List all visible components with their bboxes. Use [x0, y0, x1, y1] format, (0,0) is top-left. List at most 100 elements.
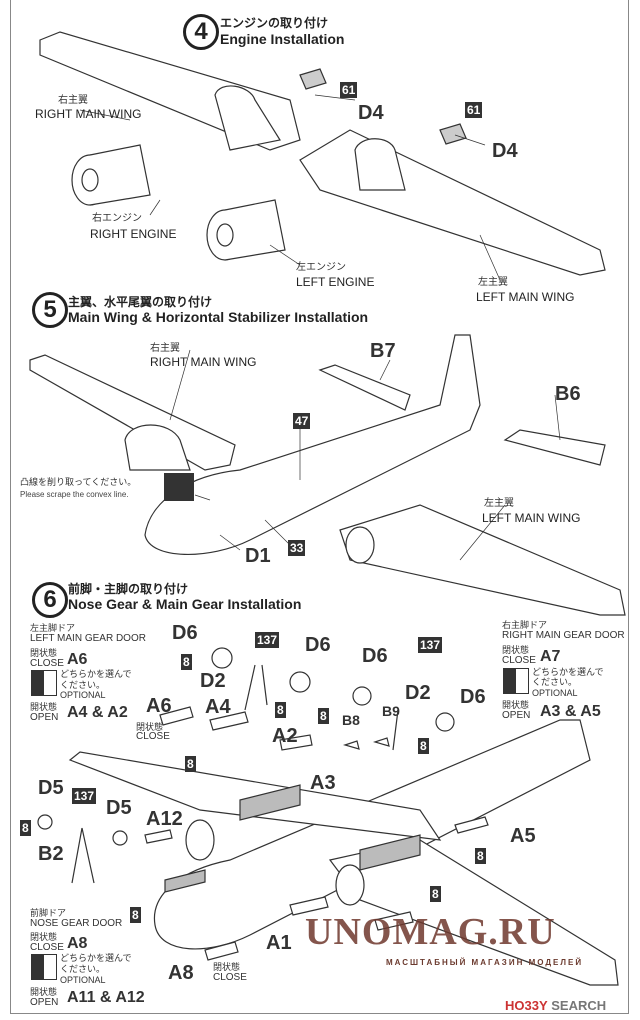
step-5-number: 5: [32, 292, 68, 328]
watermark-logo: UNOMAG.RU: [305, 911, 556, 953]
part-d4: D4: [492, 140, 518, 162]
part-33: 33: [288, 540, 306, 556]
open-jp: 開状態: [30, 702, 58, 712]
part-a1: A1: [266, 932, 292, 954]
label-en: NOSE GEAR DOOR: [30, 918, 123, 929]
part-b9: B9: [382, 703, 400, 719]
part-a3: A3: [310, 772, 336, 794]
watermark-subtitle: МАСШТАБНЫЙ МАГАЗИН МОДЕЛЕЙ: [386, 958, 584, 967]
part-d1: D1: [245, 545, 271, 567]
optional-arrows-icon: [503, 668, 529, 694]
part-8: 8: [430, 886, 441, 902]
fuselage-step6: [153, 719, 591, 950]
open-en: OPEN: [502, 710, 531, 721]
part-b8: B8: [342, 712, 360, 728]
right-engine-nacelle: [214, 85, 281, 151]
open-en: OPEN: [30, 997, 59, 1008]
step-6-title-jp: 前脚・主脚の取り付け: [68, 582, 189, 596]
close-jp: 閉状態: [502, 645, 530, 655]
optional-en: OPTIONAL: [60, 690, 106, 700]
right-wing-label-en: RIGHT MAIN WING: [150, 355, 257, 369]
part-d6: D6: [305, 634, 331, 656]
optional-jp: ください。: [532, 677, 578, 687]
part-b2: B2: [38, 843, 64, 865]
part-61: 61: [465, 102, 483, 118]
left-wing-label-jp: 左主翼: [478, 277, 508, 288]
part-137: 137: [72, 788, 97, 804]
part-b7: B7: [370, 340, 396, 362]
open-part: A11 & A12: [67, 989, 145, 1006]
part-61: 61: [340, 82, 358, 98]
part-d2: D2: [200, 670, 226, 692]
label-jp: 右主脚ドア: [502, 620, 548, 630]
credit-search: SEARCH: [547, 998, 607, 1013]
scrape-knife-icon: [164, 473, 194, 501]
part-8: 8: [475, 848, 486, 864]
close-jp: 閉状態: [30, 932, 58, 942]
close-part: A8: [67, 935, 88, 952]
part-a2: A2: [272, 725, 298, 747]
close-part: A7: [540, 648, 561, 665]
open-jp: 開状態: [30, 987, 58, 997]
close-jp: 閉状態: [213, 962, 241, 972]
part-a8: A8: [168, 962, 194, 984]
label-en: RIGHT MAIN GEAR DOOR: [502, 630, 625, 641]
right-wing-label-jp: 右主翼: [150, 343, 180, 354]
close-part: A6: [67, 651, 88, 668]
stabilizer-b7: [318, 364, 411, 411]
left-engine-label-jp: 左エンジン: [296, 262, 346, 273]
optional-en: OPTIONAL: [60, 975, 106, 985]
part-a4: A4: [205, 696, 231, 718]
step-4-title-jp: エンジンの取り付け: [220, 16, 329, 30]
left-engine-label-en: LEFT ENGINE: [296, 275, 375, 289]
part-8: 8: [275, 702, 286, 718]
part-d5: D5: [106, 797, 132, 819]
close-jp: 閉状態: [136, 722, 164, 732]
part-a5: A5: [510, 825, 536, 847]
close-en: CLOSE: [136, 731, 170, 742]
page-frame: [10, 0, 629, 1014]
part-137: 137: [418, 637, 443, 653]
part-8: 8: [20, 820, 31, 836]
step-4-title-en: Engine Installation: [220, 31, 345, 47]
step-5-title-en: Main Wing & Horizontal Stabilizer Instal…: [68, 309, 369, 325]
left-wing-label-jp: 左主翼: [484, 498, 514, 509]
part-d4: D4: [358, 102, 384, 124]
part-d6: D6: [172, 622, 198, 644]
right-engine-label-jp: 右エンジン: [92, 213, 142, 224]
hobby-search-credit: HO33Y SEARCH: [505, 998, 606, 1013]
part-a12: A12: [146, 808, 183, 830]
step-4-number: 4: [183, 14, 219, 50]
right-wing-label-en: RIGHT MAIN WING: [35, 107, 142, 121]
close-en: CLOSE: [30, 658, 64, 669]
step-6-title-en: Nose Gear & Main Gear Installation: [68, 596, 302, 612]
step-5-title-jp: 主翼、水平尾翼の取り付け: [68, 295, 213, 309]
optional-en: OPTIONAL: [532, 688, 578, 698]
optional-jp: どちらかを選んで: [60, 669, 132, 679]
part-b6: B6: [555, 383, 581, 405]
part-a6: A6: [146, 695, 172, 717]
part-8: 8: [185, 756, 196, 772]
right-wing-step5: [29, 354, 236, 471]
optional-arrows-icon: [31, 954, 57, 980]
open-part: A3 & A5: [540, 703, 601, 720]
open-en: OPEN: [30, 712, 59, 723]
part-d2: D2: [405, 682, 431, 704]
label-jp: 左主脚ドア: [30, 623, 76, 633]
left-wing-step5: [339, 504, 626, 616]
close-en: CLOSE: [30, 942, 64, 953]
left-wing-label-en: LEFT MAIN WING: [482, 511, 581, 525]
close-en: CLOSE: [502, 655, 536, 666]
optional-jp: どちらかを選んで: [60, 953, 132, 963]
optional-jp: ください。: [60, 964, 106, 974]
optional-jp: どちらかを選んで: [532, 667, 604, 677]
open-jp: 開状態: [502, 700, 530, 710]
part-8: 8: [130, 907, 141, 923]
label-en: LEFT MAIN GEAR DOOR: [30, 633, 146, 644]
part-d5: D5: [38, 777, 64, 799]
close-en: CLOSE: [213, 972, 247, 983]
credit-brand: HO33Y: [505, 998, 548, 1013]
part-d6: D6: [362, 645, 388, 667]
optional-jp: ください。: [60, 680, 106, 690]
